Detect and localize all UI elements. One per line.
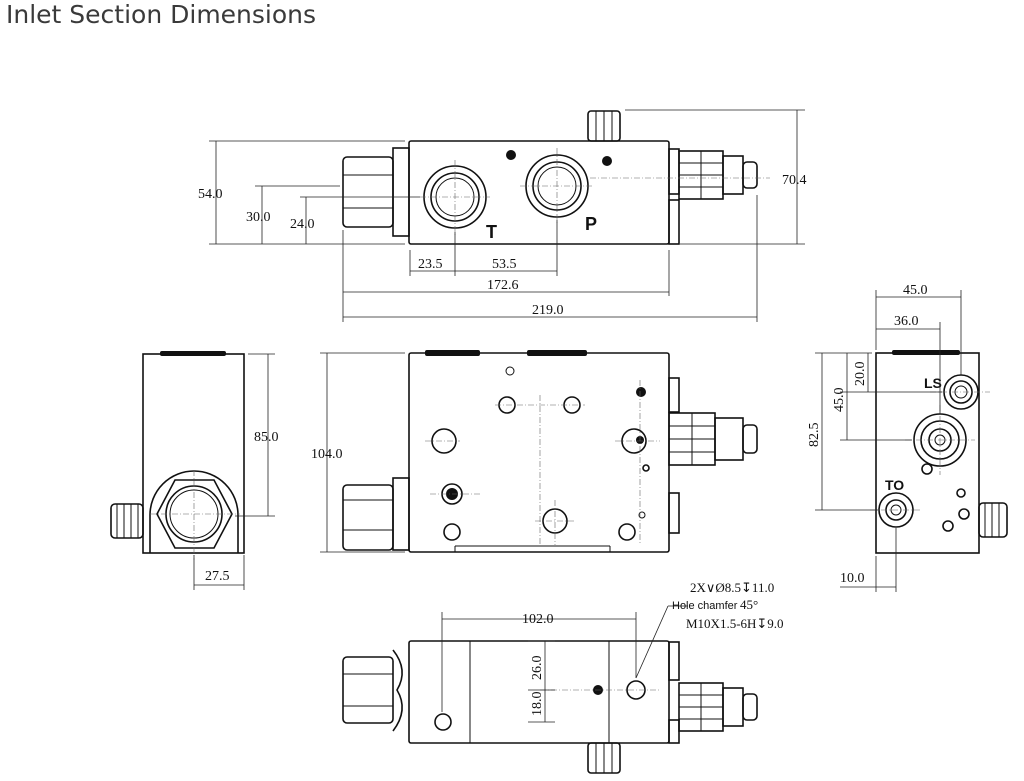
dim-18: 18.0: [530, 692, 545, 717]
dim-30: 30.0: [246, 210, 271, 225]
dim-10: 10.0: [840, 571, 865, 586]
port-label-t: T: [486, 222, 497, 242]
dim-53-5: 53.5: [492, 257, 517, 272]
top-view-dimensions: [209, 109, 805, 322]
bottom-view: [342, 640, 758, 774]
note-thread-spec: M10X1.5-6H↧9.0: [686, 616, 784, 631]
dim-102: 102.0: [522, 612, 554, 627]
top-view: [342, 110, 770, 245]
note-chamfer-angle: 45°: [740, 597, 758, 612]
dim-27-5: 27.5: [205, 569, 230, 584]
dim-104: 104.0: [311, 447, 343, 462]
port-label-to: TO: [885, 477, 904, 493]
dim-24: 24.0: [290, 217, 315, 232]
page-title: Inlet Section Dimensions: [6, 0, 317, 29]
port-label-ls: LS: [924, 375, 942, 391]
dim-20: 20.0: [853, 362, 868, 387]
dim-219: 219.0: [532, 303, 564, 318]
dim-23-5: 23.5: [418, 257, 443, 272]
right-view: [870, 350, 1008, 554]
dim-85: 85.0: [254, 430, 279, 445]
dim-70-4: 70.4: [782, 173, 807, 188]
front-view-dimensions: [320, 352, 405, 553]
dim-45-width: 45.0: [903, 283, 928, 298]
right-view-dimensions: [815, 290, 962, 592]
left-view-dimensions: [193, 353, 275, 590]
dim-26: 26.0: [530, 656, 545, 681]
dim-82-5: 82.5: [807, 423, 822, 448]
dim-36: 36.0: [894, 314, 919, 329]
dim-54: 54.0: [198, 187, 223, 202]
dim-172-6: 172.6: [487, 278, 519, 293]
note-chamfer-label: Hole chamfer: [672, 600, 738, 612]
bottom-view-dimensions: [441, 605, 688, 723]
note-hole-spec: 2X∨Ø8.5↧11.0: [690, 580, 774, 595]
front-view: [342, 350, 758, 553]
dim-45-height: 45.0: [832, 388, 847, 413]
left-view: [110, 351, 245, 560]
port-label-p: P: [585, 214, 597, 234]
